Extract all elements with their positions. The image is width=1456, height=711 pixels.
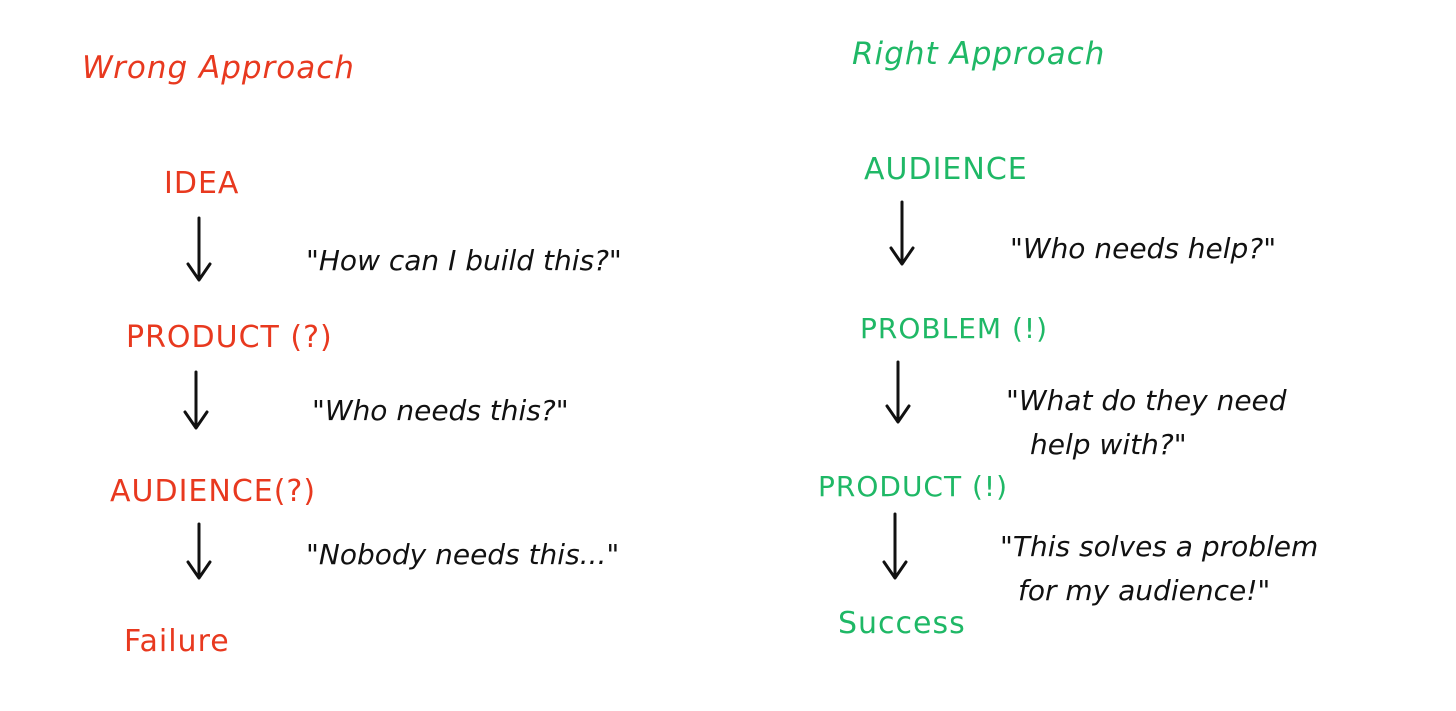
- wrong-arrow-2: [181, 370, 211, 444]
- down-arrow-icon: [186, 216, 212, 282]
- right-step-problem: PROBLEM (!): [860, 312, 1049, 345]
- wrong-step-audience: AUDIENCE(?): [110, 474, 317, 509]
- wrong-approach-heading: Wrong Approach: [82, 50, 355, 86]
- down-arrow-icon: [882, 512, 908, 580]
- right-step-audience: AUDIENCE: [864, 152, 1028, 187]
- wrong-arrow-3: [184, 522, 214, 596]
- wrong-quote-1: "How can I build this?": [306, 244, 622, 277]
- right-arrow-3: [880, 512, 910, 586]
- down-arrow-icon: [183, 370, 209, 430]
- wrong-quote-2: "Who needs this?": [312, 394, 569, 427]
- wrong-step-product: PRODUCT (?): [126, 320, 333, 355]
- right-arrow-2: [883, 360, 913, 434]
- right-quote-2b: help with?": [1030, 428, 1187, 461]
- right-step-success: Success: [838, 606, 966, 641]
- down-arrow-icon: [885, 360, 911, 424]
- right-approach-heading: Right Approach: [852, 36, 1106, 72]
- down-arrow-icon: [186, 522, 212, 580]
- right-step-product: PRODUCT (!): [818, 470, 1009, 503]
- wrong-approach-panel: Wrong Approach IDEA "How can I build thi…: [82, 50, 622, 659]
- right-quote-3a: "This solves a problem: [1000, 530, 1319, 563]
- right-quote-2a: "What do they need: [1006, 384, 1287, 417]
- right-quote-1: "Who needs help?": [1010, 232, 1277, 265]
- wrong-arrow-1: [184, 216, 214, 290]
- right-quote-3b: for my audience!": [1018, 574, 1271, 607]
- wrong-quote-3: "Nobody needs this...": [306, 538, 620, 571]
- right-arrow-1: [887, 200, 917, 274]
- right-approach-panel: Right Approach AUDIENCE "Who needs help?…: [728, 0, 1456, 711]
- wrong-step-failure: Failure: [124, 624, 230, 659]
- down-arrow-icon: [889, 200, 915, 266]
- wrong-step-idea: IDEA: [164, 166, 240, 201]
